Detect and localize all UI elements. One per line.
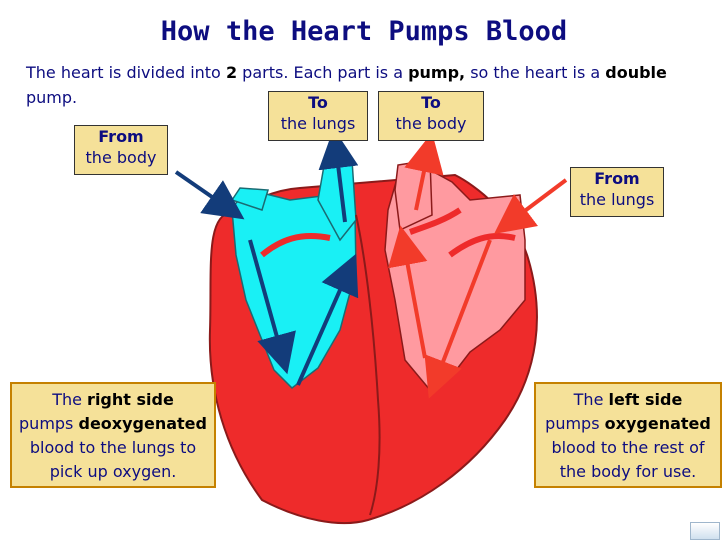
intro-text: The heart is divided into 2 parts. Each … [26,63,667,107]
arrow-from-body [174,170,245,220]
left-side-caption: The left side pumps oxygenated blood to … [534,382,722,488]
right-valve [260,233,331,258]
arrow-from-lungs [494,178,568,234]
slide-number-icon [690,522,720,540]
right-side-caption: The right side pumps deoxygenated blood … [10,382,216,488]
arrow-right-up [296,253,359,386]
page-title: How the Heart Pumps Blood [160,16,568,47]
arrow-to-lungs [318,128,359,223]
arrow-left-down [424,239,492,399]
arrow-right-down [248,239,296,375]
left-valve [448,233,516,258]
septum [355,214,381,516]
arrow-left-up [387,225,428,359]
arrow-to-body [404,132,444,211]
